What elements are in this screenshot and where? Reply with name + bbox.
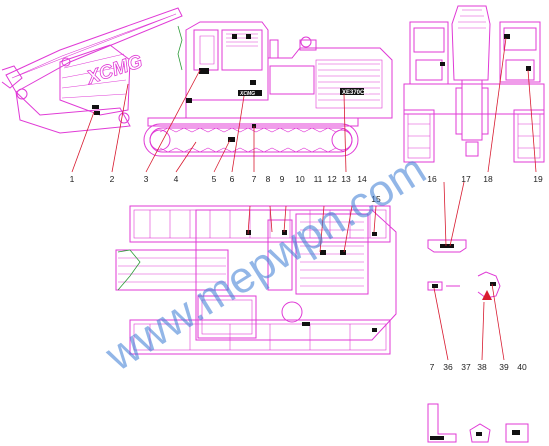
callout-number: 7 bbox=[252, 174, 257, 184]
callout-number: 13 bbox=[341, 174, 351, 184]
label-marker bbox=[250, 80, 256, 85]
label-marker bbox=[92, 105, 99, 109]
callout-number: 4 bbox=[174, 174, 179, 184]
label-marker bbox=[282, 230, 287, 235]
label-marker bbox=[512, 430, 520, 435]
callout-number: 11 bbox=[314, 174, 323, 184]
label-marker bbox=[372, 232, 377, 236]
callout-number: 7 bbox=[430, 362, 435, 372]
callout-number: 1 bbox=[70, 174, 75, 184]
callout-number: 39 bbox=[499, 362, 509, 372]
leader-lines bbox=[71, 37, 537, 361]
side-brand-plate bbox=[238, 90, 262, 96]
label-marker bbox=[320, 250, 326, 255]
top-view-drawing bbox=[115, 205, 397, 355]
label-marker bbox=[490, 282, 496, 286]
label-marker bbox=[232, 34, 237, 39]
callout-number: 5 bbox=[212, 174, 217, 184]
callout-number: 2 bbox=[110, 174, 115, 184]
callout-number: 12 bbox=[327, 174, 337, 184]
callout-number: 37 bbox=[461, 362, 471, 372]
callout-number: 8 bbox=[266, 174, 271, 184]
label-marker bbox=[94, 111, 100, 115]
callout-number: 3 bbox=[144, 174, 149, 184]
label-marker bbox=[246, 34, 251, 39]
callout-number: 17 bbox=[461, 174, 471, 184]
callout-number: 40 bbox=[517, 362, 527, 372]
callout-number: 9 bbox=[280, 174, 285, 184]
label-marker bbox=[228, 137, 235, 142]
callout-number: 6 bbox=[230, 174, 235, 184]
warning-triangle-icon bbox=[482, 290, 492, 300]
side-brand-text: XCMG bbox=[239, 91, 255, 97]
boom-brand-decal: XCMG bbox=[83, 51, 145, 89]
label-marker bbox=[340, 250, 346, 255]
label-marker bbox=[504, 34, 510, 39]
callout-number: 10 bbox=[295, 174, 305, 184]
label-marker bbox=[440, 244, 454, 248]
model-plate bbox=[340, 88, 364, 95]
callout-numbers: 1 2 3 4 5 6 7 8 9 10 11 12 13 14 15 16 1… bbox=[70, 174, 543, 372]
model-text: XE370CA bbox=[342, 90, 369, 96]
label-marker bbox=[186, 98, 192, 103]
boom-arm-drawing: XCMG bbox=[1, 7, 183, 134]
label-marker bbox=[372, 328, 377, 332]
callout-number: 18 bbox=[483, 174, 493, 184]
callout-number: 19 bbox=[533, 174, 543, 184]
callout-number: 36 bbox=[443, 362, 453, 372]
side-view-drawing: XCMG XE370CA bbox=[143, 21, 393, 157]
label-marker bbox=[430, 436, 444, 440]
label-marker bbox=[199, 68, 209, 74]
callout-number: 14 bbox=[357, 174, 367, 184]
front-view-drawing bbox=[403, 5, 545, 163]
detail-views bbox=[427, 239, 529, 443]
label-marker bbox=[526, 66, 531, 71]
label-marker bbox=[302, 322, 310, 326]
callout-number: 38 bbox=[477, 362, 487, 372]
label-marker bbox=[432, 284, 438, 288]
label-marker bbox=[440, 62, 445, 66]
callout-number: 16 bbox=[427, 174, 437, 184]
callout-number: 15 bbox=[371, 194, 381, 204]
label-marker bbox=[476, 432, 482, 436]
